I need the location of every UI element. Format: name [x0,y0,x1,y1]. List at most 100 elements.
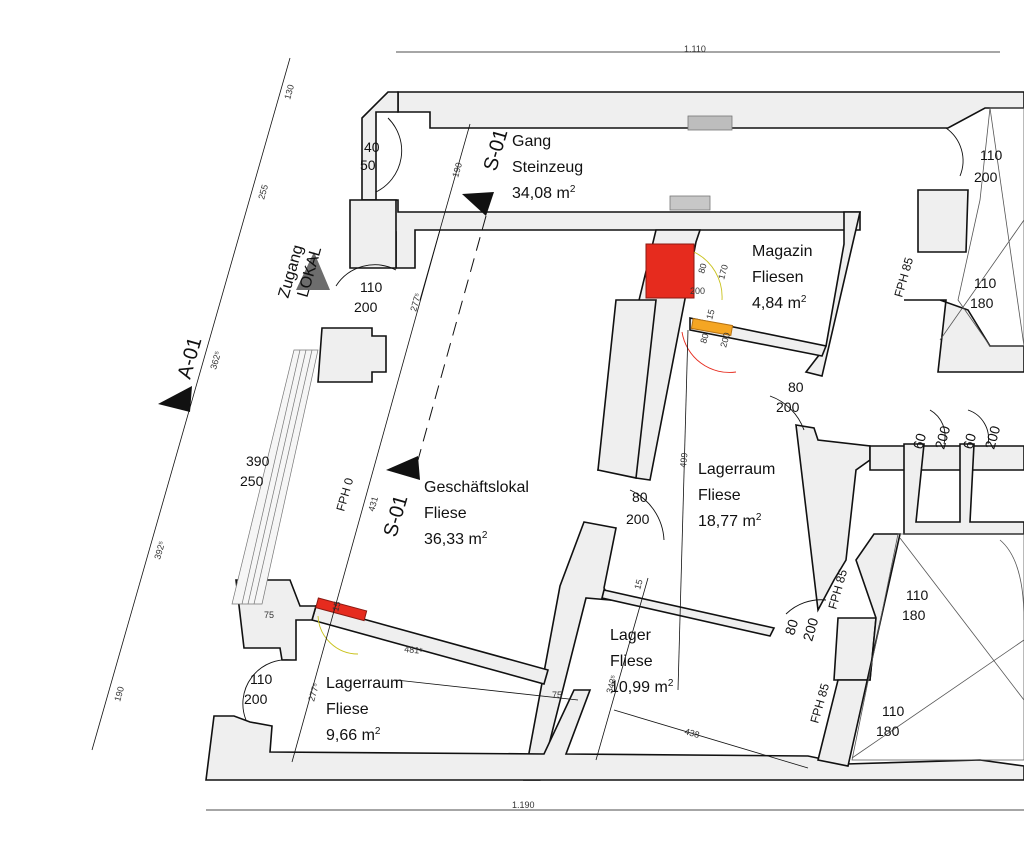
dim-door-200a: 200 [354,299,378,315]
dim-mag-170: 170 [716,263,730,280]
dim-left-362: 362⁵ [208,350,223,371]
dim-lr-80: 80 [788,379,804,395]
dim-mag-80: 80 [696,262,708,274]
section-arrow-s01-top [462,192,494,216]
section-label-a01: A-01 [174,335,207,382]
room-lager-area: 10,99 m2 [610,678,674,696]
dim-lr-200: 200 [776,399,800,415]
dim-r-180c: 180 [902,607,926,623]
dim-r-180b: 180 [970,295,994,311]
wall-diagonal [311,605,549,685]
room-lagerraum-main-area: 18,77 m2 [698,512,762,530]
room-gang-name: Gang [512,133,551,150]
dim-bottom-total: 1.190 [512,800,535,810]
dim-top-total: 1.110 [684,44,706,54]
dim-277b: 277⁵ [306,682,321,703]
door-swings-colored [681,331,737,373]
door-swings-yellow [317,251,723,655]
room-magazin-area: 4,84 m2 [752,294,807,312]
wall-lager-top [601,589,776,637]
dimension-texts: 1.110 1.190 130 255 362⁵ 392⁵ 190 40 50 … [112,44,1003,810]
dim-lager-80: 80 [782,617,802,637]
dim-15a: 15 [632,578,644,590]
door-swings [242,117,989,721]
fire-door-lower [315,597,368,622]
dim-r-180d: 180 [876,723,900,739]
section-line [417,215,487,461]
dim-door-110b: 110 [250,671,273,687]
dim-gang-190: 190 [450,161,464,178]
dim-mag-80b: 80 [698,332,710,344]
dim-431: 431 [366,495,380,512]
section-arrow-s01-bottom [386,456,420,480]
room-magazin-name: Magazin [752,243,812,260]
wall-right-upper [917,189,969,253]
room-geschaeftslokal-name: Geschäftslokal [424,479,529,496]
wall-lagerraum-right [795,424,871,613]
fph-label-right: FPH 85 [891,256,916,299]
section-label-s01-bottom: S-01 [380,493,413,540]
fire-door-lagerraum [690,318,734,336]
dim-r-110c: 110 [906,587,929,603]
shaft-outlines [851,107,1024,761]
dim-r-200a: 200 [974,169,998,185]
dim-door-40: 40 [364,139,380,155]
dim-277a: 277⁵ [408,292,423,313]
dim-mag-200: 200 [690,286,705,296]
dim-438: 438 [683,726,700,740]
dim-lager-200: 200 [800,616,822,643]
wall-bottom [205,689,1024,781]
dim-r-200c: 200 [932,424,954,451]
dim-r-110b: 110 [974,275,997,291]
wall-block-entrance [349,199,397,269]
dim-left-255: 255 [256,183,270,200]
dim-door-75: 75 [264,610,274,620]
dim-left-190: 190 [112,685,126,702]
dim-mag-15: 15 [704,308,716,320]
room-lagerraum-small-name: Lagerraum [326,675,403,692]
walls [205,91,1024,781]
fire-doors [315,243,734,622]
wall-divider-lager [523,521,617,781]
dim-r-60b: 60 [960,431,980,451]
wall-right-mid [904,299,1024,373]
room-lager-finish: Fliese [610,653,653,670]
fph-label-window: FPH 0 [333,476,356,513]
room-lagerraum-small-area: 9,66 m2 [326,726,381,744]
entrance-arrow [296,252,330,290]
wall-magazin-right [804,211,862,377]
room-lager-name: Lager [610,627,652,644]
dim-mag-200b: 200 [718,331,732,348]
dim-gl-80: 80 [632,489,648,505]
room-geschaeftslokal-area: 36,33 m2 [424,530,488,548]
room-lagerraum-small-finish: Fliese [326,701,369,718]
room-gang-area: 34,08 m2 [512,184,576,202]
window-sill-gang [669,195,711,211]
room-geschaeftslokal-finish: Fliese [424,505,467,522]
dim-r-60a: 60 [910,431,930,451]
dim-gl-200: 200 [626,511,650,527]
window-sill-top [687,115,733,131]
dim-door-250: 250 [240,473,264,489]
wall-partition-vertical [597,299,657,479]
dim-door-390: 390 [246,453,270,469]
section-label-s01-top: S-01 [480,127,513,174]
dimension-lines [91,51,1024,811]
room-lagerraum-main-finish: Fliese [698,487,741,504]
fire-door-magazin [645,243,695,299]
room-gang-finish: Steinzeug [512,159,583,176]
section-arrow-a01 [158,386,192,412]
shop-window [231,349,319,605]
dim-left-392: 392⁵ [152,540,167,561]
room-magazin-finish: Fliesen [752,269,804,286]
dim-r-200d: 200 [982,424,1004,451]
dim-door-110a: 110 [360,279,383,295]
dim-75: 75 [552,690,562,700]
dim-door-50: 50 [360,157,376,173]
wall-block-window [317,327,387,383]
dim-499: 499 [678,452,690,468]
wall-left-upper [361,91,399,201]
wall-top [397,91,1024,129]
dim-door-200b: 200 [244,691,268,707]
